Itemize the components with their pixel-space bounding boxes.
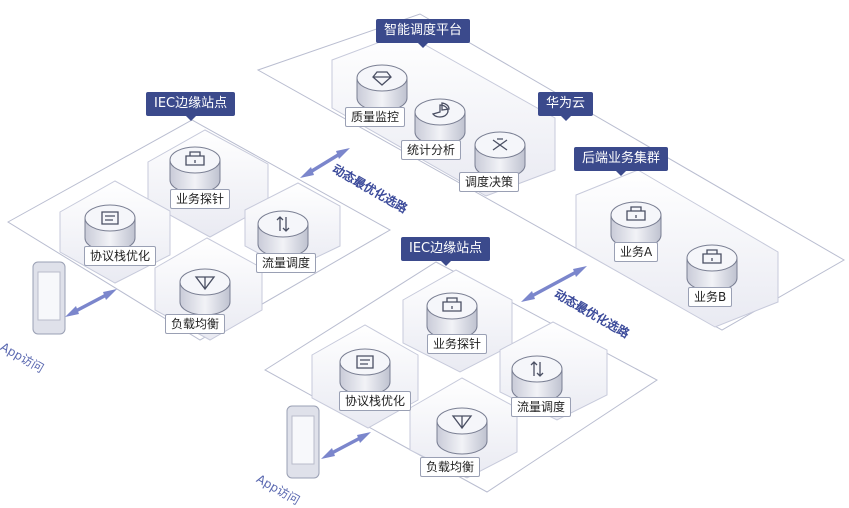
edge-site-top-title: IEC边缘站点 bbox=[146, 92, 236, 121]
doc-icon bbox=[101, 211, 119, 225]
service-b-label: 业务B bbox=[688, 287, 733, 307]
pie-icon bbox=[431, 102, 450, 118]
probe-top-label: 业务探针 bbox=[170, 189, 231, 209]
traffic-bottom-cylinder bbox=[511, 355, 563, 403]
protocol-bottom-label: 协议栈优化 bbox=[339, 391, 412, 411]
stats-analysis-label: 统计分析 bbox=[401, 140, 462, 160]
service-a-label: 业务A bbox=[614, 242, 659, 262]
protocol-top-cylinder bbox=[84, 204, 136, 252]
doc-icon bbox=[356, 355, 374, 369]
flow-arrows bbox=[65, 148, 587, 459]
protocol-top-label: 协议栈优化 bbox=[84, 246, 157, 266]
service-a-cylinder bbox=[610, 201, 662, 249]
arrow-app-top bbox=[65, 289, 117, 317]
swap-icon bbox=[276, 216, 290, 232]
huawei-cloud-title: 华为云 bbox=[538, 92, 594, 121]
protocol-bottom-cylinder bbox=[339, 348, 391, 396]
arrow-app-bottom bbox=[321, 432, 371, 459]
stats-cylinder bbox=[414, 98, 466, 146]
scheduling-decision-label: 调度决策 bbox=[459, 172, 520, 192]
traffic-top-cylinder bbox=[257, 210, 309, 258]
traffic-top-label: 流量调度 bbox=[256, 253, 317, 273]
lock-icon bbox=[626, 206, 646, 221]
quality-monitor-label: 质量监控 bbox=[345, 107, 406, 127]
phone-icon-bottom bbox=[286, 405, 320, 479]
backend-bay bbox=[575, 169, 779, 328]
arrow-right bbox=[521, 266, 587, 302]
lock-icon bbox=[185, 151, 205, 166]
service-b-cylinder bbox=[686, 244, 738, 292]
platform-title: 智能调度平台 bbox=[376, 19, 471, 48]
tri-icon bbox=[194, 276, 216, 291]
traffic-bottom-label: 流量调度 bbox=[511, 397, 572, 417]
phone-icon-top bbox=[32, 261, 66, 335]
tri-icon bbox=[451, 415, 473, 430]
backend-cluster-title: 后端业务集群 bbox=[574, 147, 669, 176]
swap-icon bbox=[530, 361, 544, 377]
probe-bottom-cylinder bbox=[426, 292, 478, 340]
arrow-top bbox=[300, 148, 350, 178]
quality-cylinder bbox=[356, 64, 408, 112]
probe-top-cylinder bbox=[169, 146, 221, 194]
cylinder-devices bbox=[84, 64, 738, 455]
decision-cylinder bbox=[474, 131, 526, 179]
diamond-icon bbox=[372, 71, 392, 86]
edge-site-bottom-title: IEC边缘站点 bbox=[401, 237, 491, 266]
cross-icon bbox=[492, 138, 508, 151]
lb-bottom-label: 负载均衡 bbox=[420, 457, 481, 477]
lb-bottom-cylinder bbox=[436, 407, 488, 455]
lock-icon bbox=[442, 297, 462, 312]
lb-top-cylinder bbox=[179, 268, 231, 316]
lb-top-label: 负载均衡 bbox=[165, 314, 226, 334]
probe-bottom-label: 业务探针 bbox=[427, 334, 488, 354]
lock-icon bbox=[702, 249, 722, 264]
